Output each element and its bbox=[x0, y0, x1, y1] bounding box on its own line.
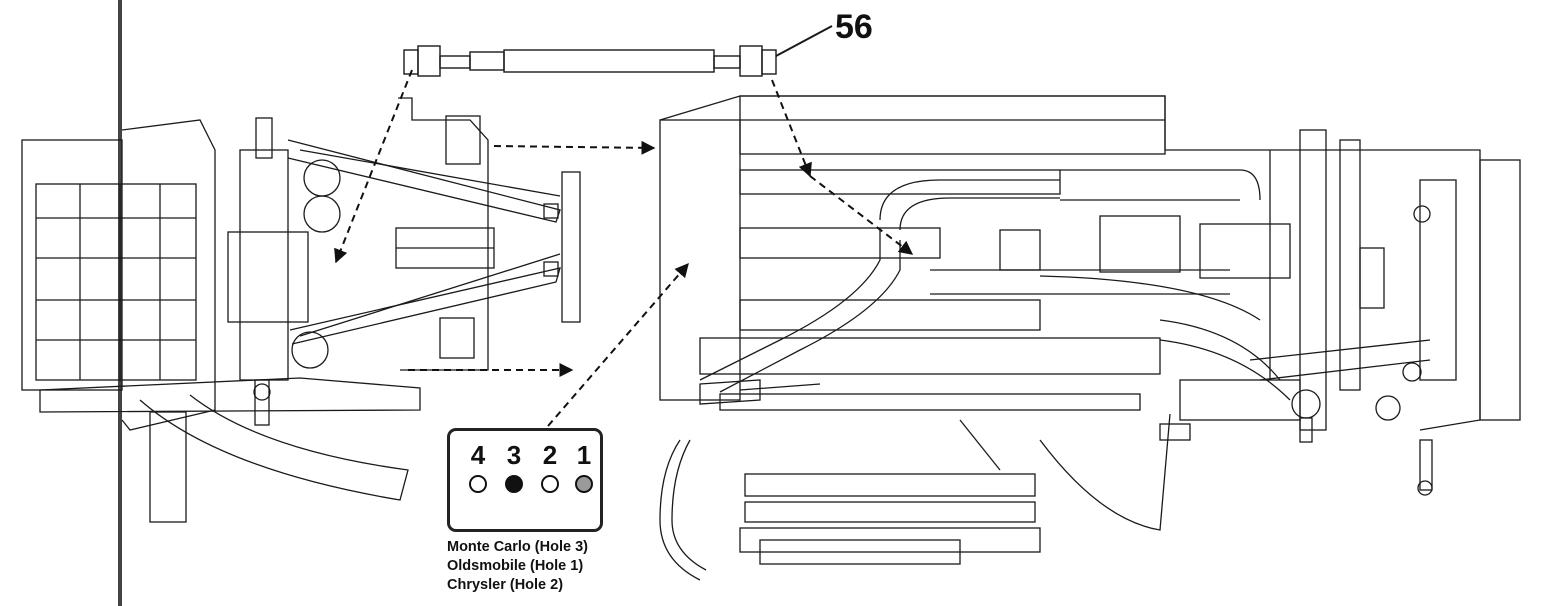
hole-4-label: 4 bbox=[470, 440, 486, 470]
hole-labels: 4 3 2 1 bbox=[450, 441, 600, 469]
legend-item-oldsmobile: Oldsmobile (Hole 1) bbox=[447, 558, 584, 574]
arrow-shaft-left bbox=[334, 69, 413, 264]
hole-3-label: 3 bbox=[506, 440, 522, 470]
arrow-upper-left bbox=[493, 140, 656, 155]
hole-4-marker bbox=[469, 475, 487, 493]
hole-2-marker bbox=[541, 475, 559, 493]
hole-1-label: 1 bbox=[576, 440, 592, 470]
steering-shaft bbox=[403, 25, 833, 77]
left-assembly bbox=[21, 97, 581, 523]
arrow-hole-selector bbox=[547, 262, 689, 427]
right-assembly bbox=[659, 95, 1521, 581]
hole-1-marker bbox=[575, 475, 593, 493]
arrow-shaft-right-bend bbox=[809, 175, 914, 255]
part-callout-number: 56 bbox=[835, 8, 873, 46]
hole-legend: Monte Carlo (Hole 3) Oldsmobile (Hole 1)… bbox=[447, 538, 588, 595]
hole-2-label: 2 bbox=[542, 440, 558, 470]
hole-3-marker bbox=[505, 475, 523, 493]
legend-item-chrysler: Chrysler (Hole 2) bbox=[447, 577, 564, 593]
legend-item-monte-carlo: Monte Carlo (Hole 3) bbox=[447, 539, 588, 555]
assembly-arrows bbox=[334, 69, 914, 427]
hole-selector: 4 3 2 1 bbox=[447, 428, 603, 532]
arrow-shaft-right bbox=[771, 79, 812, 178]
